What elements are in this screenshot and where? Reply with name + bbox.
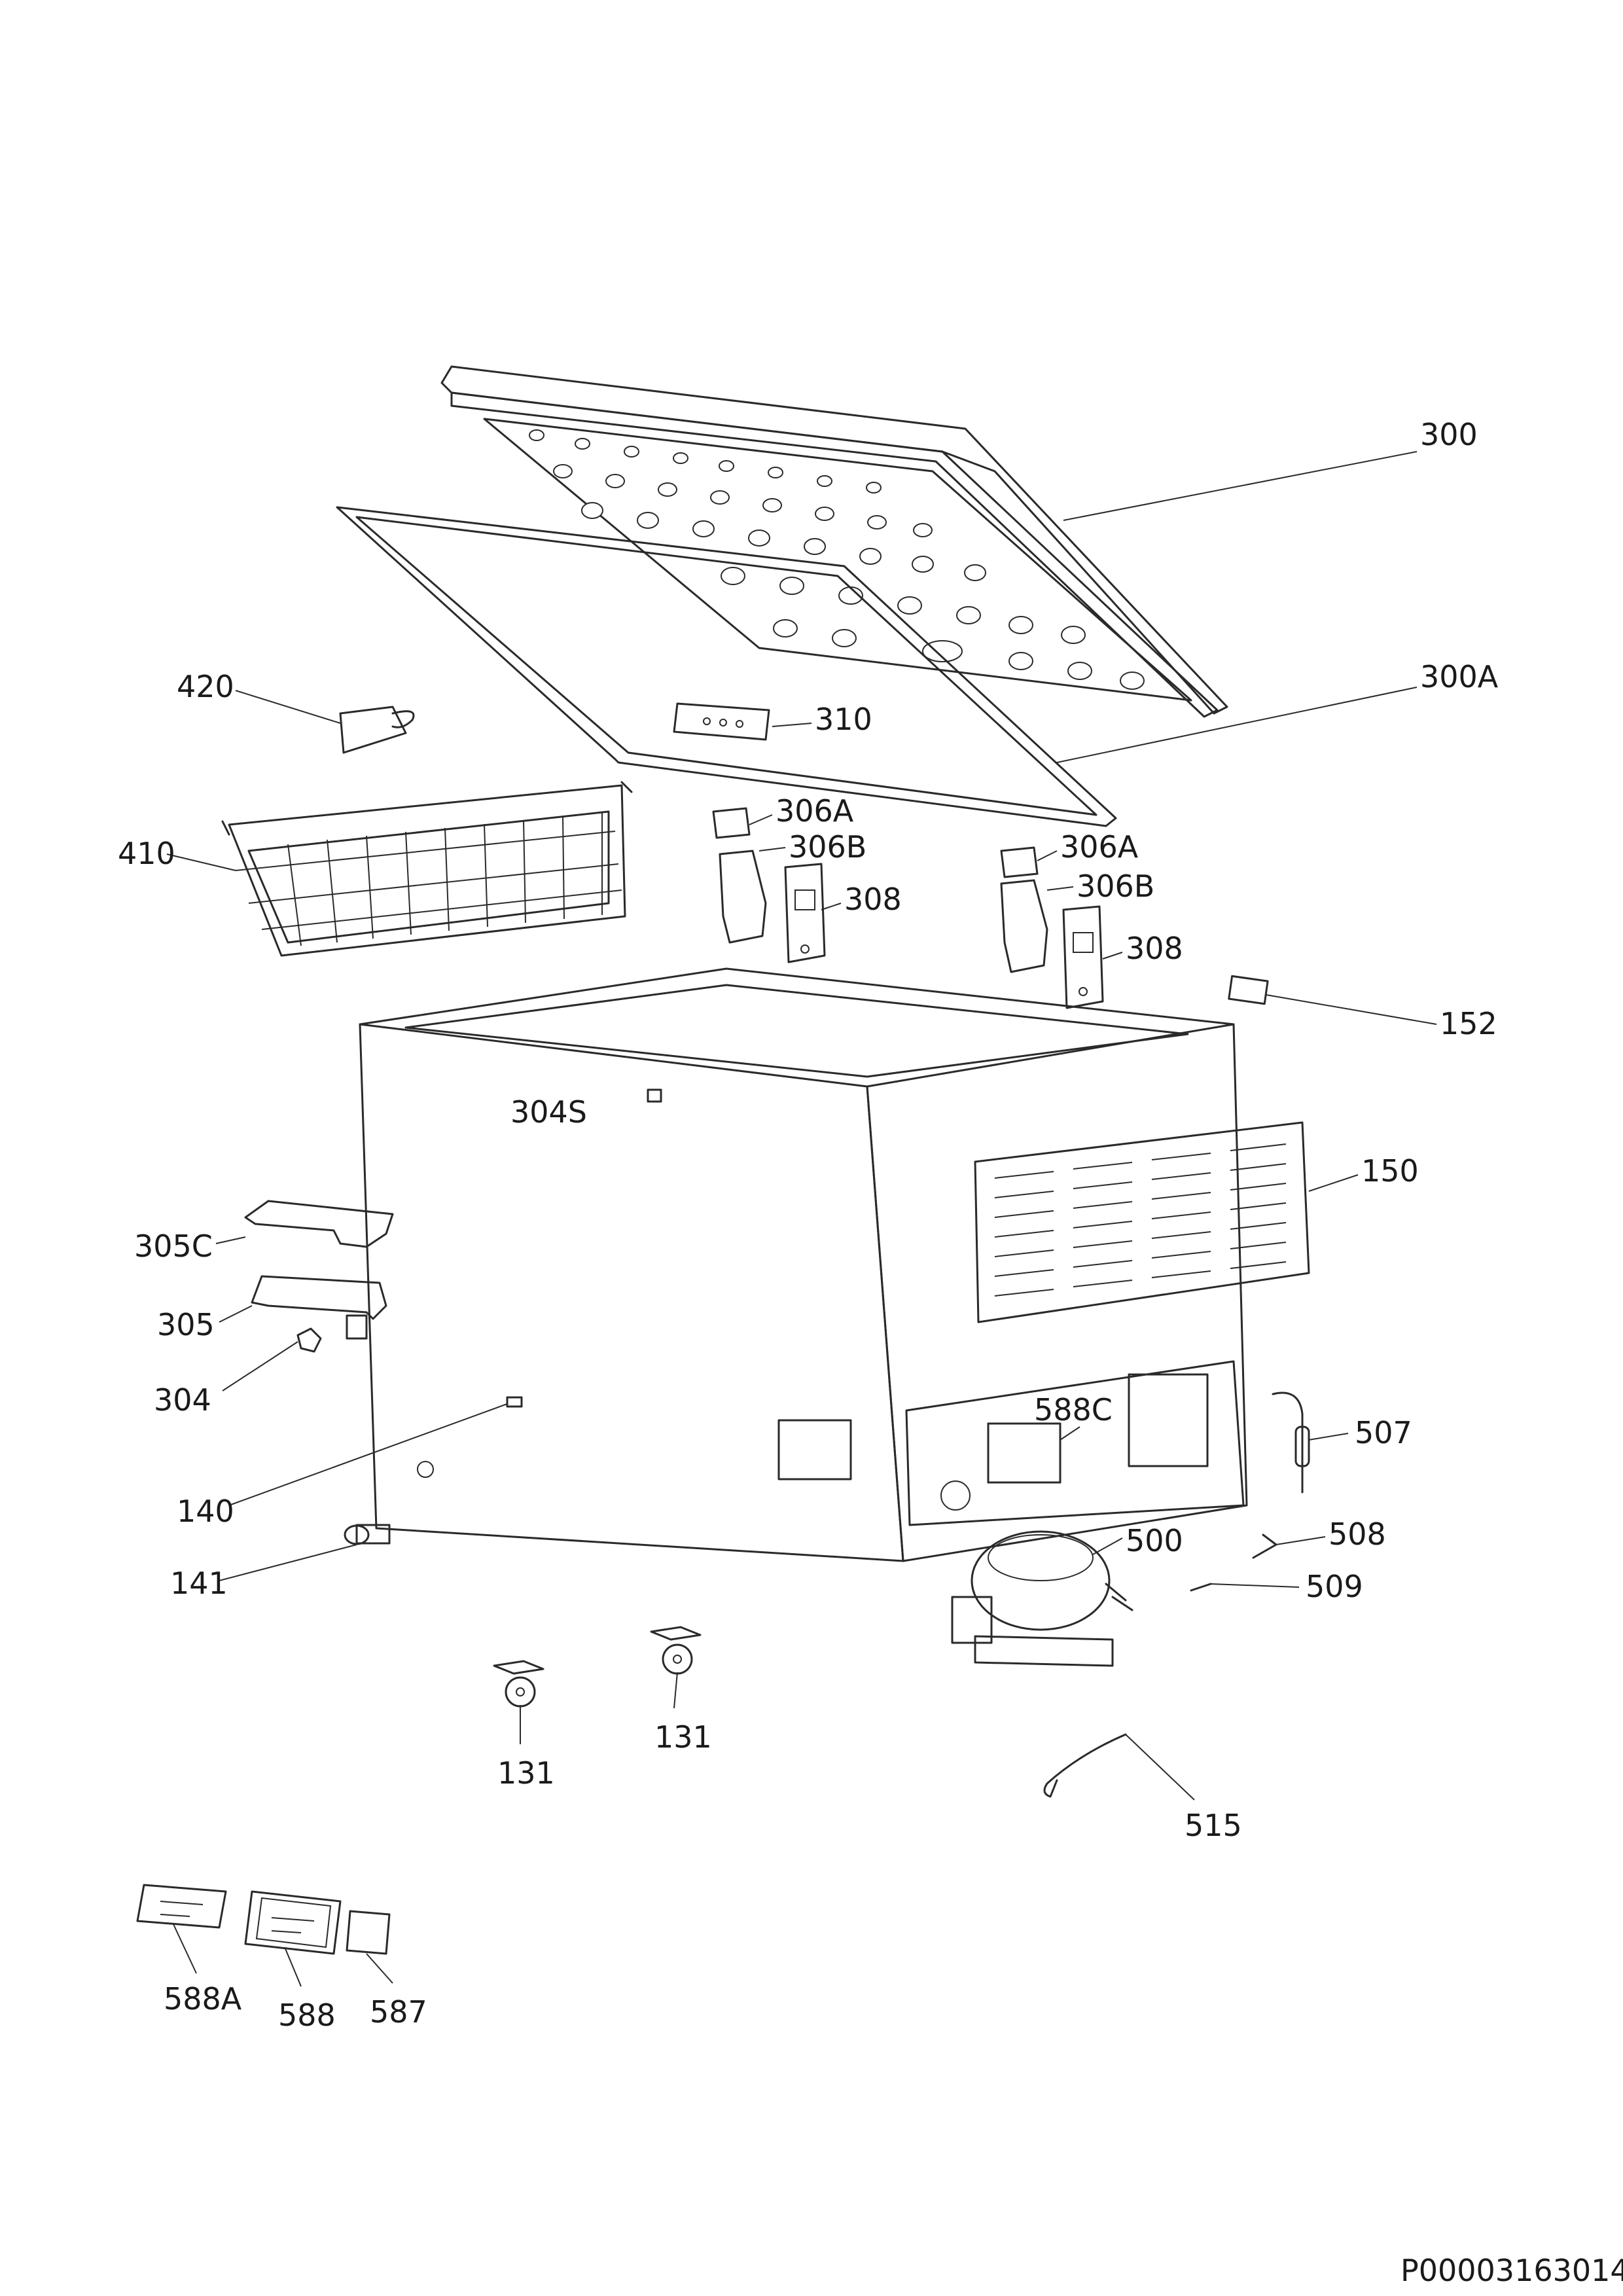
callout-140: 140: [177, 1494, 234, 1529]
callout-304: 304: [154, 1382, 211, 1418]
compressor-bay: [417, 1088, 1245, 1526]
cabinet-body: [359, 967, 1248, 1562]
callout-300a: 300A: [1420, 659, 1499, 694]
grille-part-150: [974, 1121, 1310, 1323]
foil-part-587: [346, 1910, 391, 1955]
callout-306b-right: 306B: [1077, 869, 1154, 904]
gasket-part-300a: [336, 506, 1117, 827]
callout-500: 500: [1126, 1523, 1183, 1558]
part-508: [1252, 1534, 1277, 1559]
callout-131-left: 131: [497, 1755, 555, 1791]
callout-304s: 304S: [510, 1094, 587, 1130]
callout-305c: 305C: [134, 1229, 213, 1264]
lid-part-300: [440, 365, 1228, 718]
callout-410: 410: [118, 836, 175, 871]
callout-306a-left: 306A: [776, 793, 854, 829]
part-509: [1190, 1583, 1212, 1592]
callout-420: 420: [177, 669, 234, 704]
callout-588c: 588C: [1034, 1392, 1113, 1427]
leader-lines: [166, 451, 1437, 1987]
callout-310: 310: [815, 702, 872, 737]
control-window-part-310: [673, 702, 770, 741]
callout-150: 150: [1361, 1153, 1419, 1189]
callout-587: 587: [370, 1994, 427, 2030]
scraper-part-420: [339, 706, 415, 754]
caster-part-131-right: [650, 1626, 702, 1675]
callout-588a: 588A: [164, 1981, 242, 2017]
callout-305: 305: [157, 1307, 215, 1342]
callout-308-left: 308: [844, 882, 902, 917]
callout-308-right: 308: [1126, 931, 1183, 966]
hinge-set-left: [712, 807, 826, 963]
callout-509: 509: [1306, 1569, 1363, 1604]
caster-part-131-left: [493, 1660, 544, 1708]
callout-507: 507: [1355, 1415, 1412, 1450]
panel-part-152: [1228, 975, 1269, 1005]
callout-labels: 300 300A 420 310 410 306A 306B 308 306A …: [118, 417, 1499, 2033]
callout-508: 508: [1329, 1516, 1386, 1552]
callout-300: 300: [1420, 417, 1478, 452]
power-cord-part-515: [1043, 1733, 1127, 1798]
compressor-part-500: [951, 1530, 1133, 1667]
lid-dimple-pattern: [529, 429, 1145, 690]
callout-515: 515: [1185, 1808, 1242, 1843]
basket-part-410: [221, 781, 633, 957]
callout-152: 152: [1440, 1006, 1497, 1041]
callout-306b-left: 306B: [789, 829, 866, 865]
handle-assembly: [244, 1200, 394, 1353]
thermostat-part-507: [1272, 1391, 1310, 1494]
callout-131-right: 131: [654, 1719, 712, 1755]
electronics-part-588c: [987, 1422, 1061, 1484]
hinge-set-right: [1000, 846, 1104, 1009]
callout-588: 588: [278, 1998, 336, 2033]
callout-141: 141: [170, 1566, 228, 1601]
display-part-588a: [136, 1884, 227, 1929]
document-id: P00003163014: [1400, 2253, 1623, 2288]
callout-306a-right: 306A: [1060, 829, 1139, 865]
foot-plug-part-141: [344, 1524, 391, 1545]
control-board-part-588: [244, 1890, 342, 1955]
